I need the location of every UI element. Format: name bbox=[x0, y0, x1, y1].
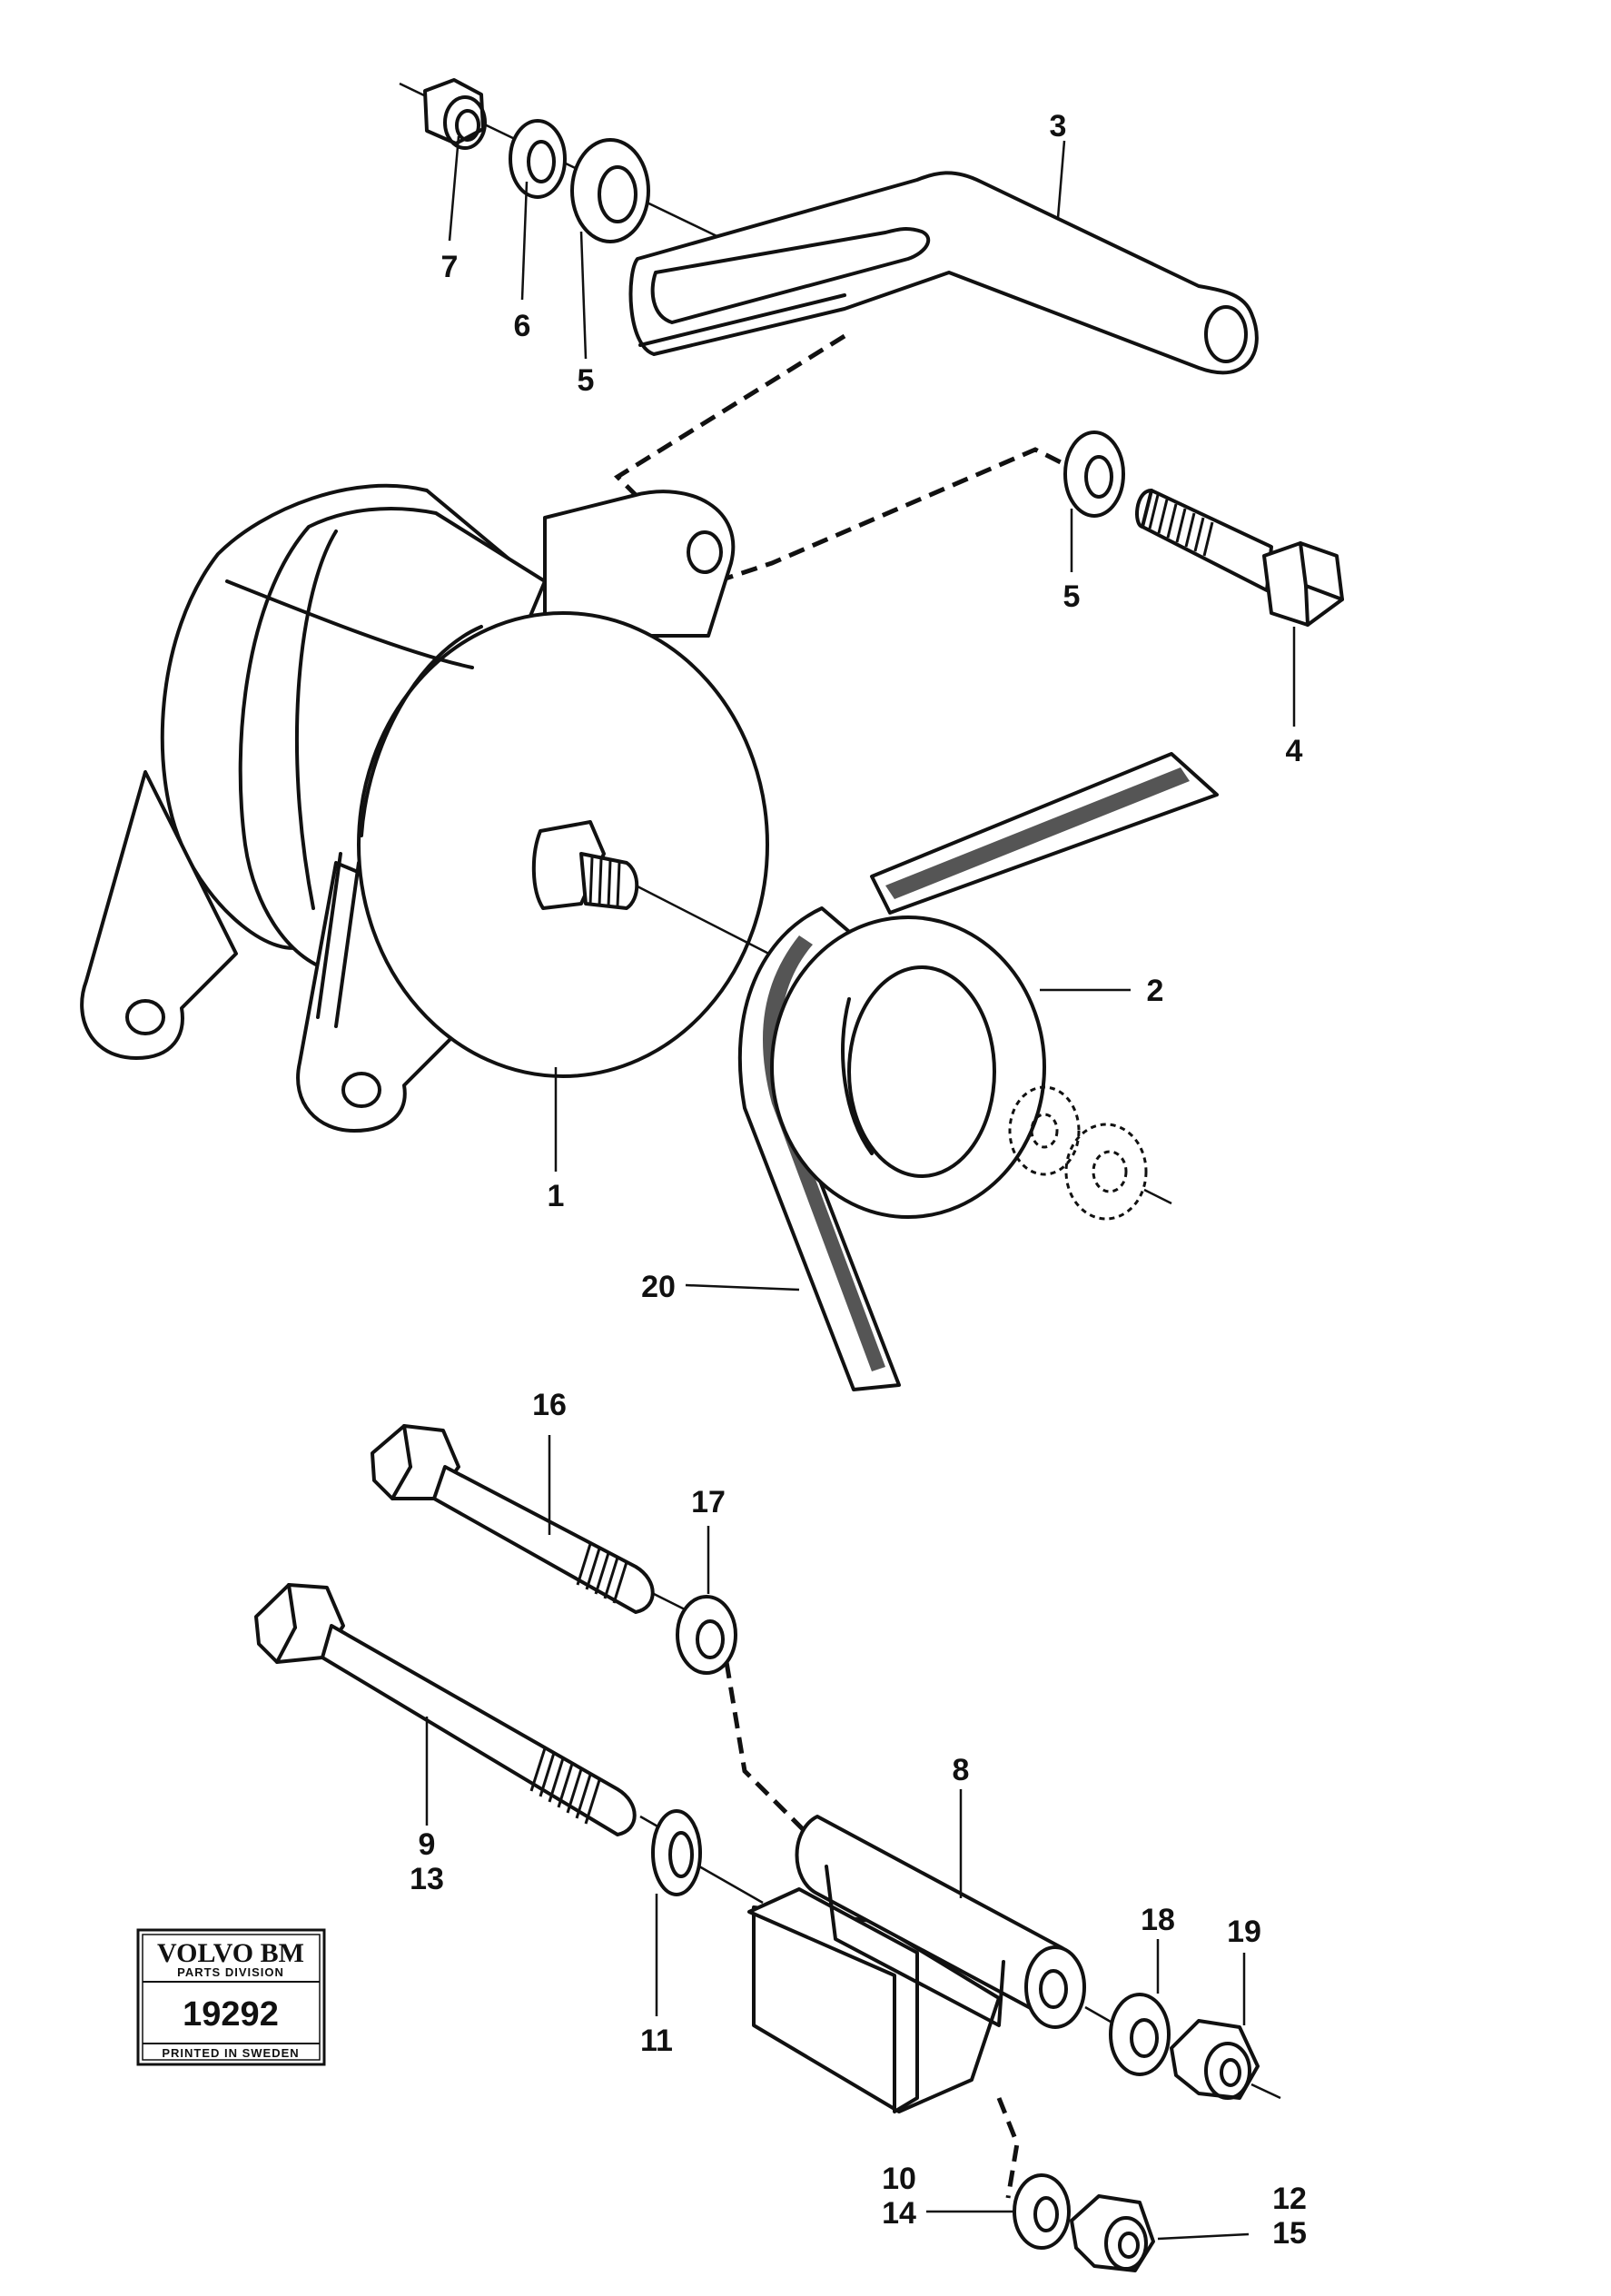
callout-1: 1 bbox=[548, 1179, 565, 1213]
callout-12: 12 bbox=[1272, 2182, 1307, 2216]
callout-15: 15 bbox=[1272, 2216, 1307, 2251]
callout-20: 20 bbox=[641, 1270, 676, 1304]
stamp-brand: VOLVO BM bbox=[157, 1938, 304, 1968]
callout-16: 16 bbox=[532, 1388, 567, 1422]
callout-18: 18 bbox=[1141, 1903, 1175, 1937]
callout-4: 4 bbox=[1286, 734, 1303, 768]
callout-10: 10 bbox=[882, 2162, 916, 2196]
callout-labels: 3 7 6 5 5 4 1 2 20 16 17 9 13 8 11 18 19… bbox=[410, 109, 1307, 2251]
bolt-16-group bbox=[371, 1424, 737, 1675]
washer-14-nut-15 bbox=[1013, 2173, 1155, 2272]
leader-lines bbox=[425, 135, 1296, 2241]
bolt-4-group bbox=[1063, 430, 1344, 627]
stamp-number: 19292 bbox=[183, 1995, 279, 2034]
bolt-9-group bbox=[254, 1583, 764, 1905]
nut-part bbox=[423, 78, 487, 150]
lock-washer-part bbox=[509, 119, 567, 199]
volvo-bm-stamp: VOLVO BM PARTS DIVISION 19292 PRINTED IN… bbox=[136, 1928, 326, 2066]
callout-9: 9 bbox=[419, 1827, 436, 1862]
alternator-part bbox=[80, 483, 1027, 1133]
callout-2: 2 bbox=[1147, 974, 1164, 1008]
pulley-part bbox=[770, 915, 1046, 1219]
flat-washer-part bbox=[570, 138, 650, 243]
stamp-printed: PRINTED IN SWEDEN bbox=[162, 2046, 299, 2060]
callout-7: 7 bbox=[441, 250, 459, 284]
stamp-division: PARTS DIVISION bbox=[177, 1965, 284, 1979]
adjusting-bracket-group bbox=[399, 78, 1259, 375]
callout-6: 6 bbox=[514, 309, 531, 343]
washer-18-nut-19 bbox=[1109, 1993, 1281, 2100]
callout-13: 13 bbox=[410, 1862, 444, 1896]
callout-3: 3 bbox=[1050, 109, 1067, 144]
callout-14: 14 bbox=[882, 2196, 916, 2231]
mounting-bracket-part bbox=[747, 1815, 1118, 2113]
hidden-washer-nut bbox=[1008, 1085, 1172, 1221]
callout-8: 8 bbox=[953, 1753, 970, 1787]
bracket-arm-part bbox=[628, 171, 1259, 375]
callout-5-top: 5 bbox=[578, 363, 595, 398]
callout-11: 11 bbox=[640, 2024, 673, 2058]
callout-19: 19 bbox=[1227, 1915, 1261, 1949]
callout-17: 17 bbox=[691, 1485, 726, 1519]
callout-5-right: 5 bbox=[1063, 579, 1081, 614]
